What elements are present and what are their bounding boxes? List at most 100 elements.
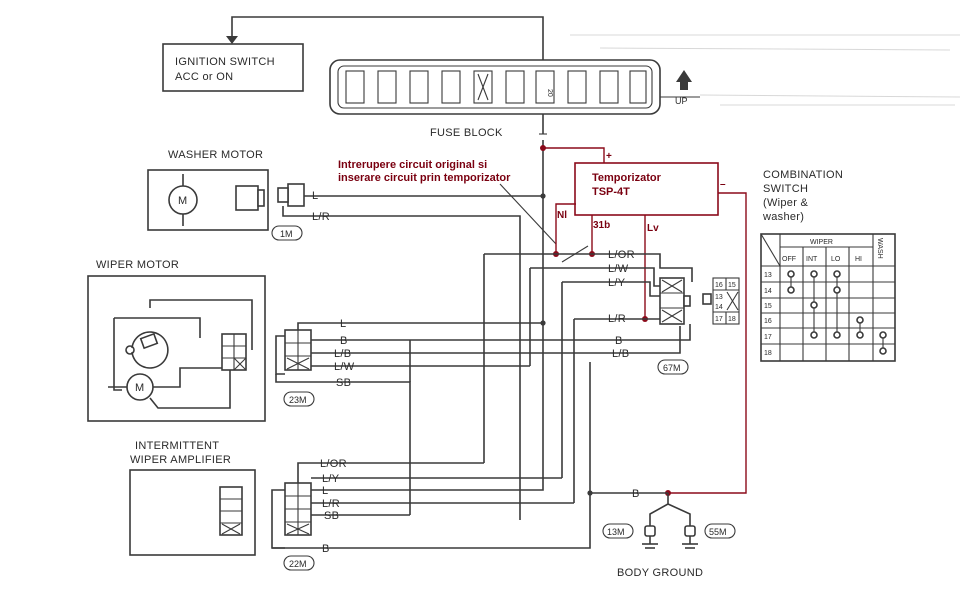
ground-symbol-left	[642, 525, 658, 549]
switch-wire-ly	[562, 281, 664, 297]
amplifier-label-1: INTERMITTENT	[135, 440, 219, 452]
connector-tag-23m: 23M	[283, 391, 315, 407]
amp-wire-b	[272, 493, 591, 549]
wiper-wire-l	[297, 322, 543, 330]
annotation-line1: Intrerupere circuit original si	[338, 159, 487, 171]
amplifier-connector	[284, 482, 312, 536]
timer-module: Temporizator TSP-4T + – Nl 31b Lv	[557, 151, 726, 234]
timer-plus-wire	[543, 147, 605, 163]
svg-text:17: 17	[715, 316, 723, 323]
switch-wire-label-lb: L/B	[612, 348, 629, 360]
combination-switch-label-1: COMBINATION	[763, 169, 843, 181]
switch-wire-lw	[530, 267, 664, 287]
up-label: UP	[675, 96, 688, 106]
timer-pin-minus: –	[720, 179, 726, 190]
ignition-switch-subtitle: ACC or ON	[175, 71, 233, 83]
amp-wire-lor	[297, 462, 484, 483]
switch-wire-label-ly: L/Y	[608, 277, 626, 289]
switch-wire-label-lw: L/W	[608, 263, 629, 275]
table-row-17: 17	[764, 334, 772, 341]
washer-connector	[277, 183, 305, 207]
wiper-wire-label-lw: L/W	[334, 361, 355, 373]
timer-pin-nl: Nl	[557, 210, 567, 221]
connector-tag-67m: 67M	[657, 359, 689, 375]
ground-branch-right	[667, 503, 691, 526]
timer-title-line2: TSP-4T	[592, 186, 630, 198]
wiper-wire-label-sb: SB	[336, 377, 351, 389]
switch-wire-lor	[484, 253, 693, 282]
svg-text:16: 16	[715, 282, 723, 289]
svg-text:1M: 1M	[280, 229, 293, 239]
svg-text:13M: 13M	[607, 527, 625, 537]
amp-wire-label-b: B	[322, 543, 330, 555]
amp-wire-label-ly: L/Y	[322, 473, 340, 485]
timer-pin-plus: +	[606, 151, 612, 162]
ground-wire-label: B	[632, 488, 640, 500]
ignition-switch: IGNITION SWITCH ACC or ON	[162, 43, 304, 92]
washer-motor-symbol: M	[178, 195, 187, 207]
amplifier-label-2: WIPER AMPLIFIER	[130, 454, 231, 466]
switch-pin-diagram: 16 15 13 14 17 18	[702, 277, 740, 325]
washer-wire-label-lr: L/R	[312, 211, 330, 223]
amp-wire-label-l: L	[322, 485, 328, 497]
combination-switch-label-2: SWITCH	[763, 183, 808, 195]
wiper-wire-label-b: B	[340, 335, 348, 347]
fuse-block: 20 FUSE BLOCK UP	[329, 59, 700, 139]
amp-connector-bracket	[271, 489, 285, 549]
amp-wire-label-sb: SB	[324, 510, 339, 522]
table-col-wash: WASH	[876, 238, 883, 259]
ignition-arrow-icon	[226, 36, 238, 44]
connector-tag-1m: 1M	[271, 225, 303, 241]
combination-switch-label-3: (Wiper &	[763, 197, 809, 209]
wiper-motor: WIPER MOTOR M	[87, 259, 266, 422]
wiper-connector-bracket	[275, 335, 285, 375]
ignition-switch-title: IGNITION SWITCH	[175, 56, 275, 68]
table-row-15: 15	[764, 303, 772, 310]
svg-text:18: 18	[728, 316, 736, 323]
ground-symbol-right	[682, 525, 698, 549]
svg-text:22M: 22M	[289, 559, 307, 569]
svg-text:13: 13	[715, 294, 723, 301]
table-row-18: 18	[764, 350, 772, 357]
table-col-lo: LO	[831, 256, 841, 263]
switch-wire-label-lor: L/OR	[608, 249, 635, 261]
table-row-16: 16	[764, 318, 772, 325]
washer-motor: WASHER MOTOR M	[147, 149, 269, 231]
fuse-block-label: FUSE BLOCK	[430, 127, 503, 139]
annotation-line2: inserare circuit prin temporizator	[338, 172, 511, 184]
scan-artifacts	[570, 34, 961, 106]
wiper-wire-label-l: L	[340, 318, 346, 330]
intermittent-amplifier: INTERMITTENT WIPER AMPLIFIER	[129, 440, 256, 556]
switch-wire-b	[410, 324, 691, 341]
washer-motor-label: WASHER MOTOR	[168, 149, 263, 161]
switch-wire-lb	[498, 326, 681, 354]
timer-nl-wire	[555, 203, 576, 254]
wiper-motor-label: WIPER MOTOR	[96, 259, 179, 271]
table-row-14: 14	[764, 288, 772, 295]
table-wiper-header: WIPER	[810, 239, 833, 246]
ignition-feed-wire	[231, 16, 544, 62]
svg-text:67M: 67M	[663, 363, 681, 373]
annotation: Intrerupere circuit original si inserare…	[338, 159, 557, 245]
combination-switch-connector	[659, 277, 691, 325]
fuse-slots	[345, 70, 647, 104]
body-ground-label: BODY GROUND	[617, 567, 703, 579]
ground-branch-left	[649, 493, 669, 526]
switch-truth-table: WIPER OFF INT LO HI WASH 13 14 15 16 17 …	[760, 233, 896, 362]
svg-text:23M: 23M	[289, 395, 307, 405]
ground-tag-13m: 13M	[602, 523, 634, 539]
table-contacts	[787, 270, 887, 355]
fuse-rating: 20	[546, 89, 553, 97]
timer-minus-wire	[668, 192, 747, 494]
timer-pin-lv: Lv	[647, 223, 659, 234]
switch-wire-label-b: B	[615, 335, 623, 347]
table-row-13: 13	[764, 272, 772, 279]
svg-text:14: 14	[715, 304, 723, 311]
switch-wire-label-lr: L/R	[608, 313, 626, 325]
ground-tag-55m: 55M	[704, 523, 736, 539]
timer-title-line1: Temporizator	[592, 172, 662, 184]
wiper-wire-sb	[275, 374, 411, 515]
table-col-hi: HI	[855, 256, 862, 263]
combination-switch-label-4: washer)	[762, 211, 804, 223]
